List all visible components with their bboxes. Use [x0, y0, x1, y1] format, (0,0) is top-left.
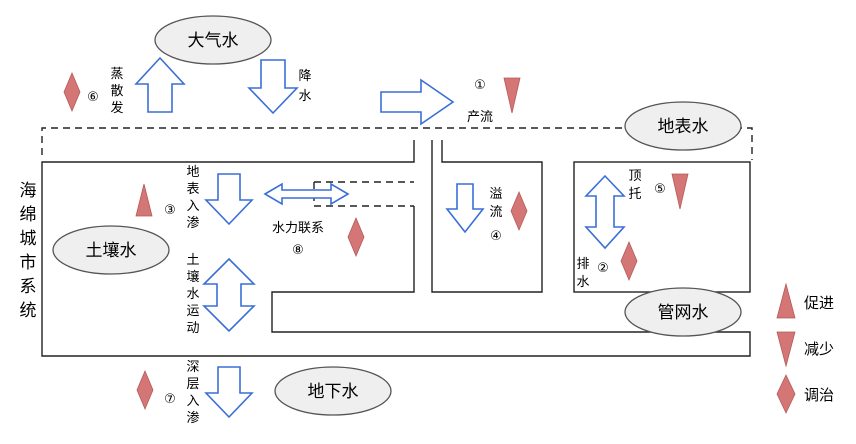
groundwater-node: [274, 366, 392, 416]
legend-promote-icon: [776, 282, 796, 319]
legend-regulate-icon: [776, 374, 796, 414]
runoff-label: 产流: [467, 110, 493, 125]
precipitation-label: 降水: [298, 69, 311, 104]
evaporation-label: 蒸散发: [110, 67, 123, 116]
surface-infiltration-label: 地表入渗: [186, 165, 199, 231]
backflow-reduce-marker: [671, 173, 689, 210]
soil-system-frame: [41, 140, 751, 357]
surface-infiltration-arrow: [204, 173, 254, 226]
infiltration-promote-marker: [135, 183, 153, 217]
runoff-reduce-marker: [503, 77, 521, 114]
soil-water-label: 土壤水: [86, 240, 137, 261]
surface-infiltration-num: ③: [164, 203, 176, 218]
soil-water-movement-arrow: [202, 257, 256, 333]
groundwater-label: 地下水: [308, 382, 359, 402]
precipitation-arrow: [247, 59, 299, 115]
deep-percolation-arrow: [204, 366, 254, 419]
deep-percolation-regulate-marker: [136, 369, 154, 411]
overflow-regulate-marker: [510, 190, 528, 232]
hydraulic-connection-arrow: [263, 182, 350, 206]
runoff-num: ①: [474, 78, 486, 93]
drainage-regulate-marker: [620, 240, 638, 282]
system-label: 海绵城市系统: [20, 181, 37, 321]
pipe-network-water-label: 管网水: [658, 303, 709, 323]
overflow-arrow: [445, 183, 485, 234]
surface-water-label: 地表水: [658, 117, 709, 137]
deep-percolation-num: ⑦: [164, 392, 176, 407]
overflow-num: ④: [490, 229, 502, 244]
runoff-arrow: [380, 78, 455, 126]
surface-boundary-dashed: [41, 127, 753, 160]
overflow-compartment: [431, 140, 543, 293]
evaporation-arrow: [134, 56, 186, 113]
legend-promote-label: 促进: [804, 294, 834, 312]
backflow-drainage-arrow: [584, 174, 626, 250]
overflow-label: 溢流: [489, 187, 502, 220]
soil-water-node: [52, 225, 170, 275]
soil-water-movement-label: 土壤水运动: [186, 253, 199, 336]
deep-percolation-label: 深层入渗: [186, 360, 199, 426]
hydraulic-connection-label: 水力联系: [272, 221, 324, 236]
hydraulic-connection-num: ⑧: [292, 243, 304, 258]
drainage-num: ②: [597, 261, 609, 276]
pipe-network-water-node: [624, 287, 742, 337]
drainage-label: 排水: [576, 257, 589, 290]
backflow-label: 顶托: [628, 169, 641, 202]
surface-water-node: [624, 101, 742, 151]
evaporation-regulate-marker: [63, 71, 81, 113]
legend-reduce-icon: [776, 331, 796, 368]
evaporation-num: ⑥: [87, 90, 99, 105]
hydraulic-regulate-marker: [347, 216, 365, 258]
legend-reduce-label: 减少: [804, 340, 834, 358]
legend-regulate-label: 调治: [804, 386, 834, 404]
atmospheric-water-label: 大气水: [188, 31, 239, 51]
backflow-num: ⑤: [654, 182, 666, 197]
atmospheric-water-node: [154, 15, 272, 65]
